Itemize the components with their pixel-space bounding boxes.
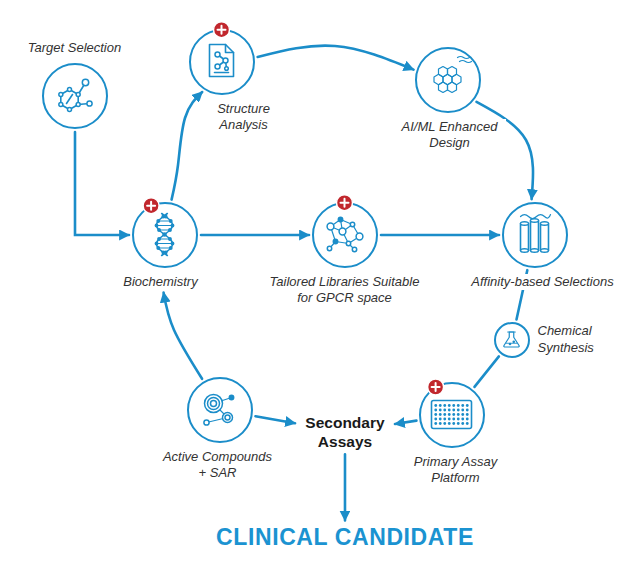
flow-connector	[258, 46, 414, 70]
flow-connector	[395, 421, 416, 424]
step-label: Chemical Synthesis	[536, 323, 614, 356]
step-circle: Target Selection	[42, 63, 108, 129]
cols-icon	[521, 215, 551, 253]
step-circle: Biochemistry	[132, 202, 198, 268]
plus-badge	[143, 198, 159, 214]
flow-connector	[344, 454, 347, 520]
step-circle: AI/ML Enhanced Design	[415, 47, 481, 113]
step-circle: Affinity-based Selections	[502, 202, 568, 268]
step-icon	[496, 324, 527, 355]
plus-badge	[428, 379, 444, 395]
step-icon	[189, 379, 250, 440]
plate-icon	[432, 401, 472, 429]
flow-connector	[75, 132, 129, 235]
step-icon	[421, 384, 482, 445]
flask-icon	[504, 332, 519, 347]
step-circle: Tailored Libraries Suitable for GPCR spa…	[312, 202, 378, 268]
molecule-icon	[59, 79, 92, 111]
doc-icon	[210, 45, 234, 77]
step-circle: Chemical Synthesis	[494, 322, 530, 358]
step-icon	[191, 31, 252, 92]
flow-connector	[474, 356, 498, 386]
plus-badge	[337, 195, 353, 211]
flow-connector	[164, 293, 202, 379]
plus-badge	[214, 22, 230, 38]
step-icon	[44, 65, 105, 126]
stage-text-box: CLINICAL CANDIDATE	[213, 524, 477, 551]
step-label: AI/ML Enhanced Design	[394, 119, 506, 152]
net-icon	[327, 217, 363, 251]
outcome-title: CLINICAL CANDIDATE	[213, 524, 477, 551]
step-icon	[134, 204, 195, 265]
step-label: Structure Analysis	[199, 101, 289, 134]
step-circle: Primary Assay Platform	[419, 382, 485, 448]
step-icon	[504, 204, 565, 265]
step-icon	[314, 204, 375, 265]
step-label: Affinity-based Selections	[458, 274, 628, 290]
flow-connector	[255, 416, 295, 423]
step-label: Primary Assay Platform	[404, 454, 508, 487]
step-circle: Active Compounds + SAR	[187, 377, 253, 443]
stage-label: Secondary Assays	[298, 413, 392, 452]
step-circle: Structure Analysis	[189, 29, 255, 95]
flow-connector	[381, 234, 499, 237]
step-icon	[417, 49, 478, 110]
stage-text-box: Secondary Assays	[298, 413, 392, 452]
step-label: Target Selection	[5, 40, 145, 56]
step-label: Biochemistry	[106, 274, 216, 290]
dna-icon	[155, 214, 173, 256]
step-label: Tailored Libraries Suitable for GPCR spa…	[266, 274, 424, 307]
hex-icon	[434, 57, 472, 93]
targets-icon	[204, 395, 234, 426]
step-label: Active Compounds + SAR	[160, 449, 276, 482]
flow-connector	[201, 234, 309, 237]
